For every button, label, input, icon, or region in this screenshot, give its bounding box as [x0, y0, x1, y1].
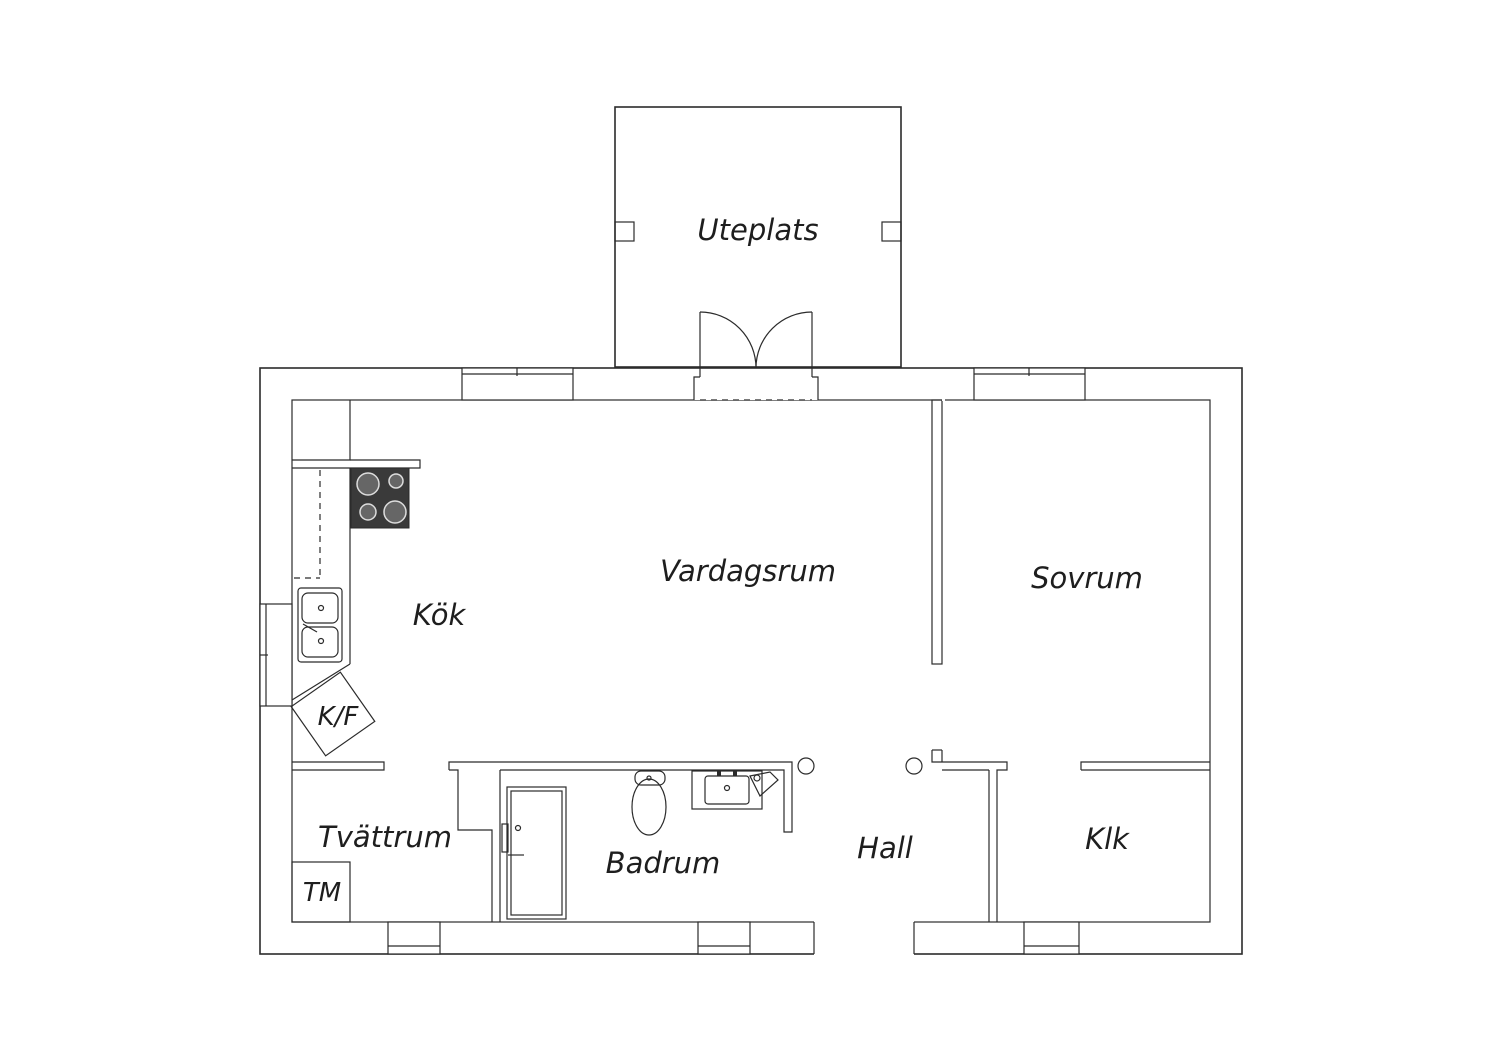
window-bottom-tvattrum [387, 921, 441, 955]
toilet-icon [631, 770, 667, 836]
shower-icon [501, 786, 567, 920]
window-left [259, 603, 293, 707]
room-label-vardagsrum: Vardagsrum [660, 554, 836, 588]
windows [259, 367, 1086, 955]
window-bottom-klk [1023, 921, 1080, 955]
room-label-sovrum: Sovrum [1031, 561, 1143, 595]
room-label-badrum: Badrum [606, 846, 721, 880]
kitchen-counter [291, 400, 421, 701]
washing-machine-icon [291, 861, 351, 923]
stove-icon [350, 467, 410, 529]
fixture-label-fridge-freezer: K/F [318, 702, 360, 732]
room-label-kok: Kök [413, 598, 467, 632]
entrance-door [813, 920, 915, 956]
fridge-freezer-icon [290, 671, 376, 757]
room-label-uteplats: Uteplats [697, 213, 818, 247]
room-label-klk: Klk [1085, 822, 1130, 856]
outer-walls [259, 367, 1243, 955]
interior-walls [292, 399, 1210, 922]
patio [614, 106, 902, 368]
window-bottom-badrum [697, 921, 751, 955]
room-label-hall: Hall [857, 831, 913, 865]
bathroom-sink-icon [691, 770, 779, 810]
fixture-label-washing-machine: TM [303, 878, 341, 908]
kitchen-sink-icon [297, 587, 343, 663]
patio-door [693, 311, 819, 401]
room-label-tvattrum: Tvättrum [318, 820, 452, 854]
